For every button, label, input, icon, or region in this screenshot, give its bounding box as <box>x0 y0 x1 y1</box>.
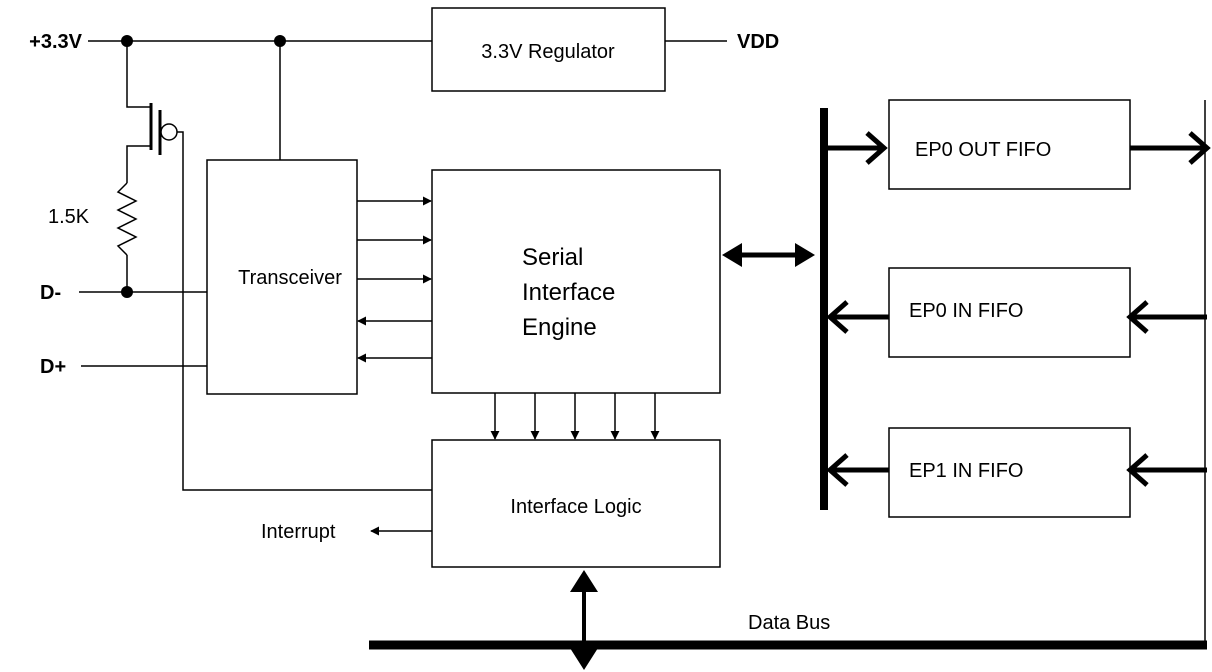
junction-dot <box>121 286 133 298</box>
sie-label-line3: Engine <box>522 314 597 341</box>
sie-label-line1: Serial <box>522 244 583 271</box>
switch-gate-bubble <box>160 123 178 141</box>
transceiver-label: Transceiver <box>238 267 342 289</box>
logic-bus-link <box>570 570 598 670</box>
fifo-label: EP1 IN FIFO <box>909 460 1023 482</box>
fifo-out-head <box>1188 131 1211 165</box>
data-bus-label: Data Bus <box>748 612 830 634</box>
regulator-box <box>431 7 666 92</box>
transceiver-box <box>206 159 358 395</box>
transceiver-sie-signals <box>357 196 432 363</box>
sie-bus-link-head-left <box>722 243 742 267</box>
switch-control-wire <box>177 131 432 491</box>
d-plus-label: D+ <box>40 356 66 378</box>
resistor-label: 1.5K <box>48 206 90 228</box>
sie-box <box>431 169 721 394</box>
fifo-to-bus-head <box>826 453 849 487</box>
bus-to-fifo-head <box>865 131 888 165</box>
interface-logic-label: Interface Logic <box>510 496 641 518</box>
switch-source-wire <box>126 145 151 183</box>
fifo-in-head <box>1126 300 1149 334</box>
sie-bus-link <box>722 243 815 267</box>
supply-pin-label: +3.3V <box>29 31 82 53</box>
resistor-1-5k <box>116 182 138 292</box>
fifo-box <box>888 99 1131 190</box>
fifo-label: EP0 IN FIFO <box>909 300 1023 322</box>
fifo-box <box>888 267 1131 358</box>
fifo-to-bus-head <box>826 300 849 334</box>
fifo-in-head <box>1126 453 1149 487</box>
fifo-ep0-out: EP0 OUT FIFO <box>824 99 1211 190</box>
fifo-box <box>888 427 1131 518</box>
fifo-label: EP0 OUT FIFO <box>915 139 1051 161</box>
fifo-ep1-in: EP1 IN FIFO <box>826 427 1207 518</box>
sie-label-line2: Interface <box>522 279 615 306</box>
logic-bus-link-head-down <box>570 648 598 670</box>
switch-drain-wire <box>126 41 151 108</box>
interface-logic-box <box>431 439 721 568</box>
vdd-label: VDD <box>737 31 779 53</box>
fifo-ep0-in: EP0 IN FIFO <box>826 267 1207 358</box>
logic-bus-link-head-up <box>570 570 598 592</box>
sie-logic-signals <box>490 393 660 440</box>
resistor-zigzag <box>116 182 138 256</box>
sie-bus-link-head-right <box>795 243 815 267</box>
interrupt-label: Interrupt <box>261 521 336 543</box>
pullup-switch <box>126 41 432 491</box>
regulator-label: 3.3V Regulator <box>481 41 615 63</box>
d-minus-label: D- <box>40 282 61 304</box>
